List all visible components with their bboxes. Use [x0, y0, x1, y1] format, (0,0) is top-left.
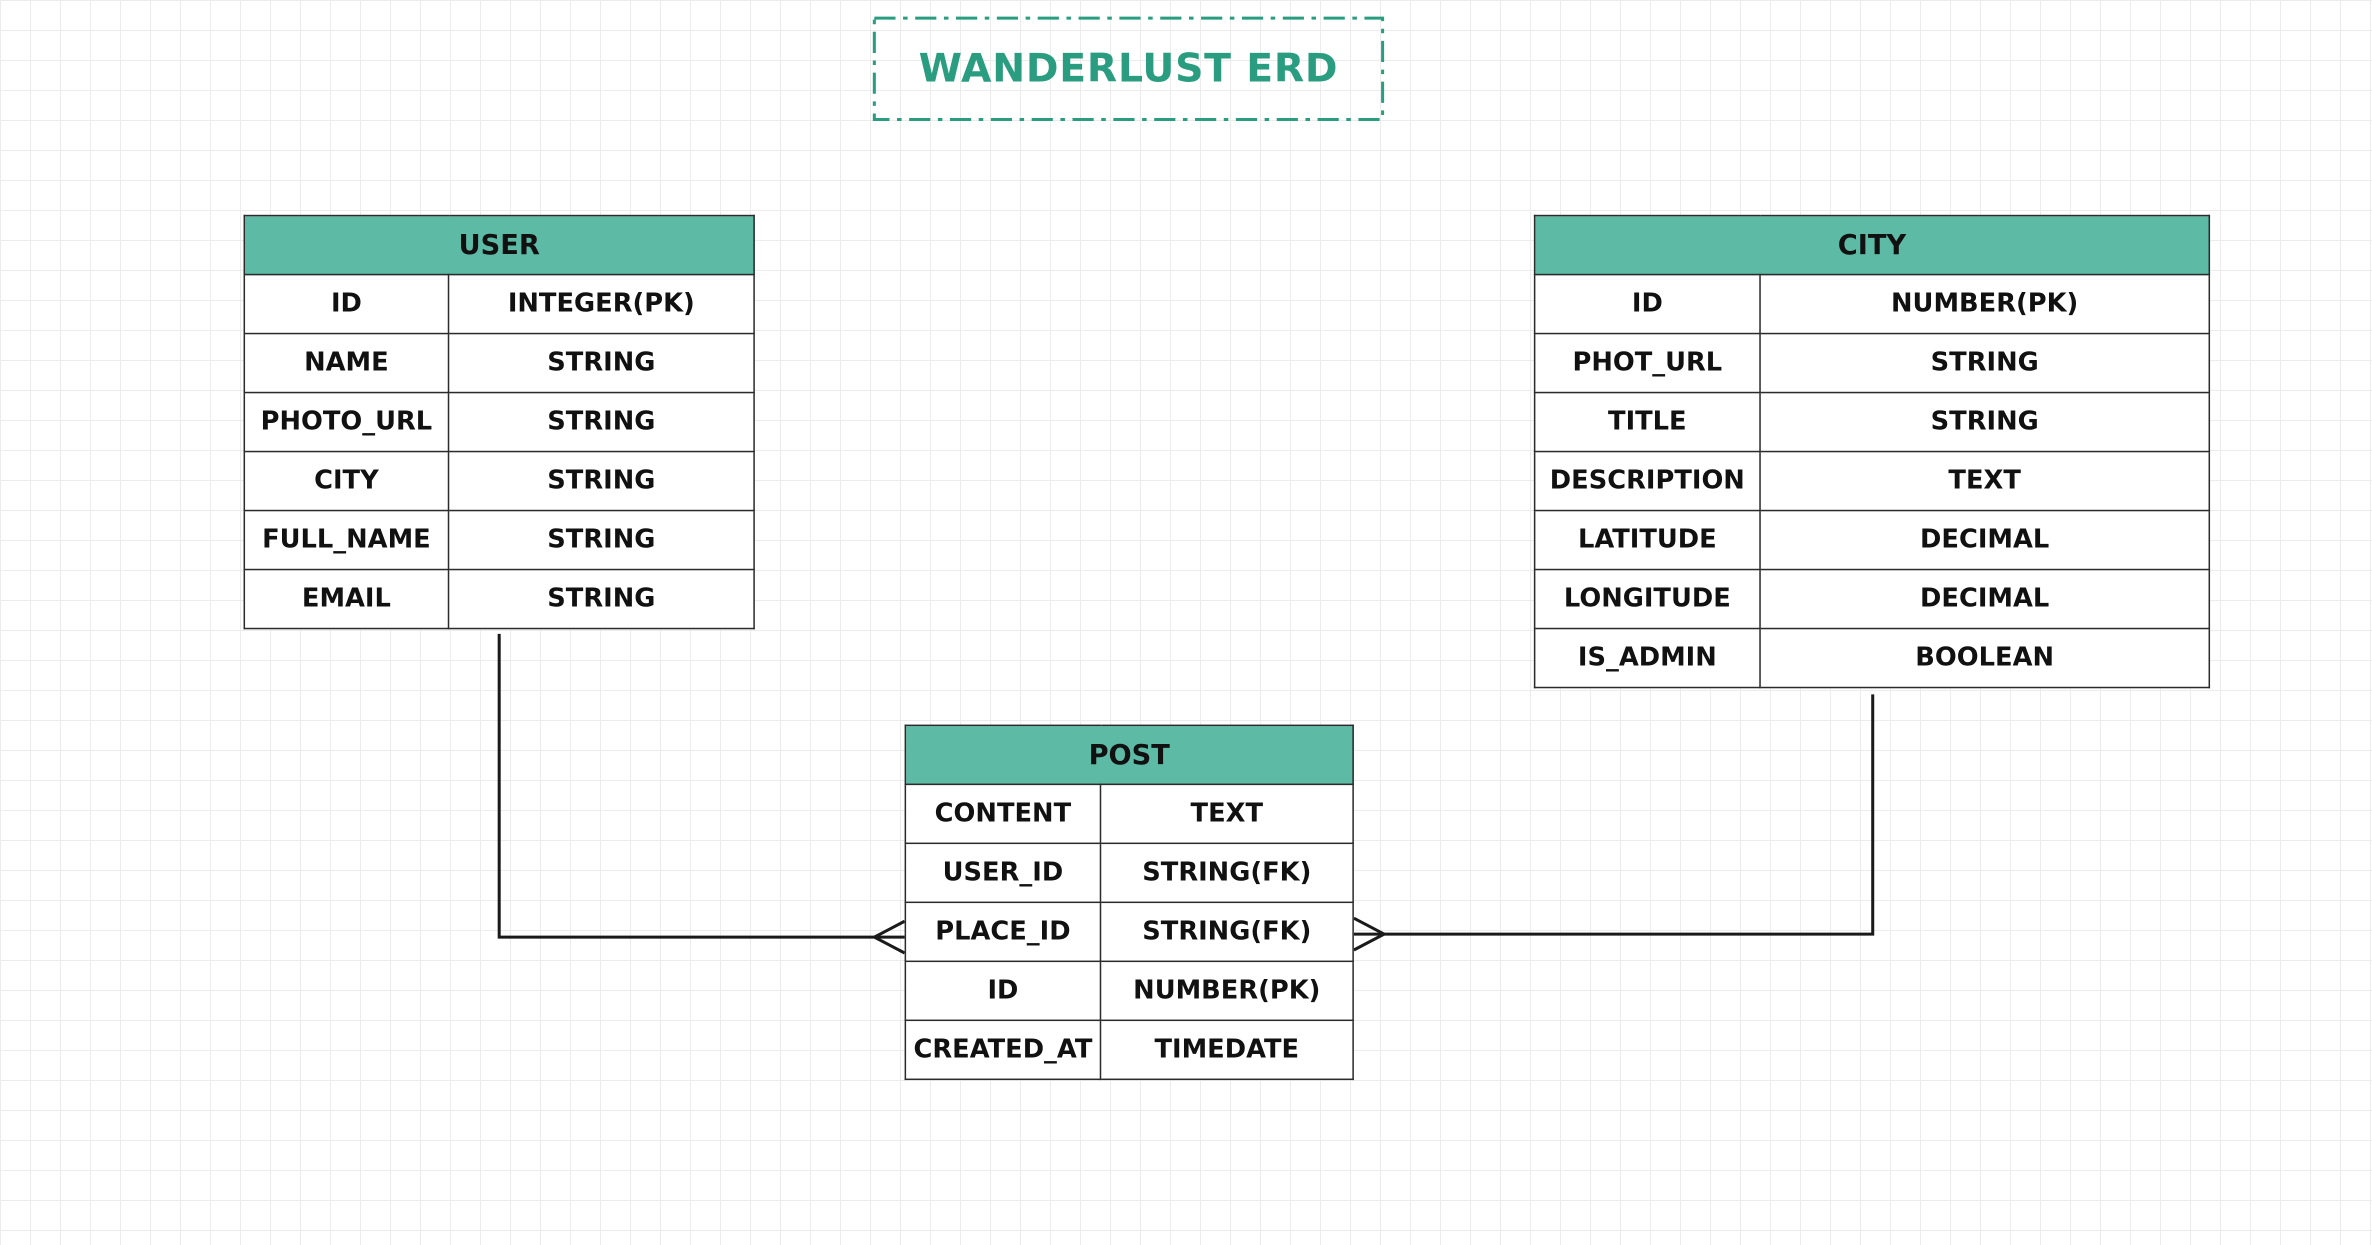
crowfoot-many-right-icon — [1353, 916, 1388, 952]
field-name: CITY — [243, 450, 450, 512]
post-entity-header: POST — [904, 724, 1354, 786]
field-name: NAME — [243, 332, 450, 394]
field-type: TEXT — [1099, 783, 1354, 845]
field-type: STRING — [447, 568, 755, 630]
field-type: INTEGER(PK) — [447, 273, 755, 335]
field-name: IS_ADMIN — [1533, 627, 1761, 689]
field-type: STRING — [447, 509, 755, 571]
field-name: PLACE_ID — [904, 901, 1102, 963]
field-name: CONTENT — [904, 783, 1102, 845]
field-name: ID — [1533, 273, 1761, 335]
field-type: DECIMAL — [1759, 509, 2211, 571]
field-name: ID — [904, 960, 1102, 1022]
field-type: STRING — [447, 450, 755, 512]
field-name: PHOTO_URL — [243, 391, 450, 453]
field-name: ID — [243, 273, 450, 335]
field-type: STRING — [447, 391, 755, 453]
field-type: STRING(FK) — [1099, 842, 1354, 904]
user-entity-header: USER — [243, 214, 755, 276]
field-type: BOOLEAN — [1759, 627, 2211, 689]
title-dashed-border — [872, 16, 1385, 122]
city-entity-header: CITY — [1533, 214, 2211, 276]
diagram-title-box[interactable]: WANDERLUST ERD — [872, 16, 1385, 122]
field-name: TITLE — [1533, 391, 1761, 453]
field-type: STRING(FK) — [1099, 901, 1354, 963]
field-name: CREATED_AT — [904, 1019, 1102, 1081]
field-type: STRING — [1759, 391, 2211, 453]
field-type: NUMBER(PK) — [1759, 273, 2211, 335]
field-name: PHOT_URL — [1533, 332, 1761, 394]
field-type: TIMEDATE — [1099, 1019, 1354, 1081]
field-type: STRING — [447, 332, 755, 394]
crowfoot-many-left-icon — [871, 919, 906, 955]
field-name: LONGITUDE — [1533, 568, 1761, 630]
field-name: USER_ID — [904, 842, 1102, 904]
city-post-connector — [1353, 694, 1875, 952]
user-post-connector — [497, 633, 906, 955]
field-name: LATITUDE — [1533, 509, 1761, 571]
field-type: TEXT — [1759, 450, 2211, 512]
field-name: EMAIL — [243, 568, 450, 630]
field-type: DECIMAL — [1759, 568, 2211, 630]
user-post-line — [497, 633, 905, 939]
field-type: NUMBER(PK) — [1099, 960, 1354, 1022]
field-name: DESCRIPTION — [1533, 450, 1761, 512]
diagram-title: WANDERLUST ERD — [918, 46, 1339, 92]
field-type: STRING — [1759, 332, 2211, 394]
city-post-line — [1353, 694, 1875, 936]
field-name: FULL_NAME — [243, 509, 450, 571]
